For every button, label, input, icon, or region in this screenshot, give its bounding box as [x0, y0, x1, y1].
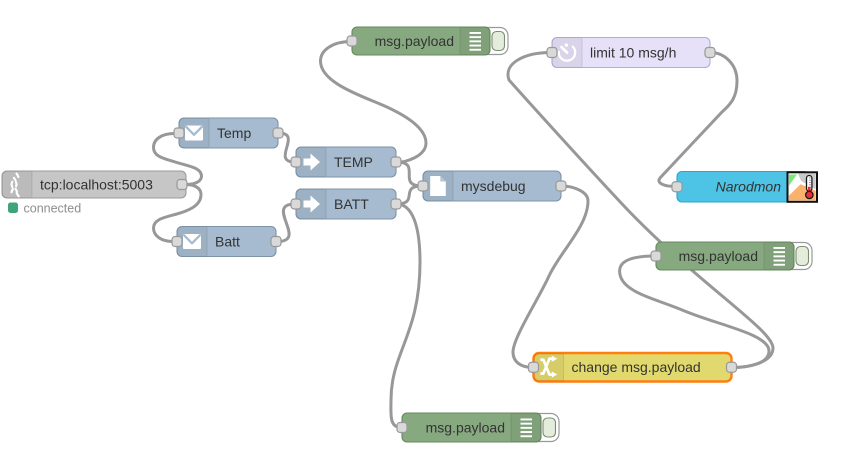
svg-text:mysdebug: mysdebug [461, 178, 526, 194]
svg-text:msg.payload: msg.payload [375, 33, 454, 49]
svg-text:limit 10 msg/h: limit 10 msg/h [590, 44, 676, 60]
svg-text:tcp:localhost:5003: tcp:localhost:5003 [40, 176, 153, 192]
svg-text:connected: connected [24, 201, 82, 215]
svg-text:change msg.payload: change msg.payload [572, 359, 701, 375]
svg-text:msg.payload: msg.payload [679, 248, 758, 264]
svg-text:Batt: Batt [215, 233, 240, 249]
svg-text:TEMP: TEMP [334, 154, 373, 170]
svg-text:Temp: Temp [217, 125, 251, 141]
svg-text:Narodmon: Narodmon [716, 179, 782, 195]
svg-text:BATT: BATT [334, 196, 369, 212]
svg-text:msg.payload: msg.payload [426, 419, 505, 435]
